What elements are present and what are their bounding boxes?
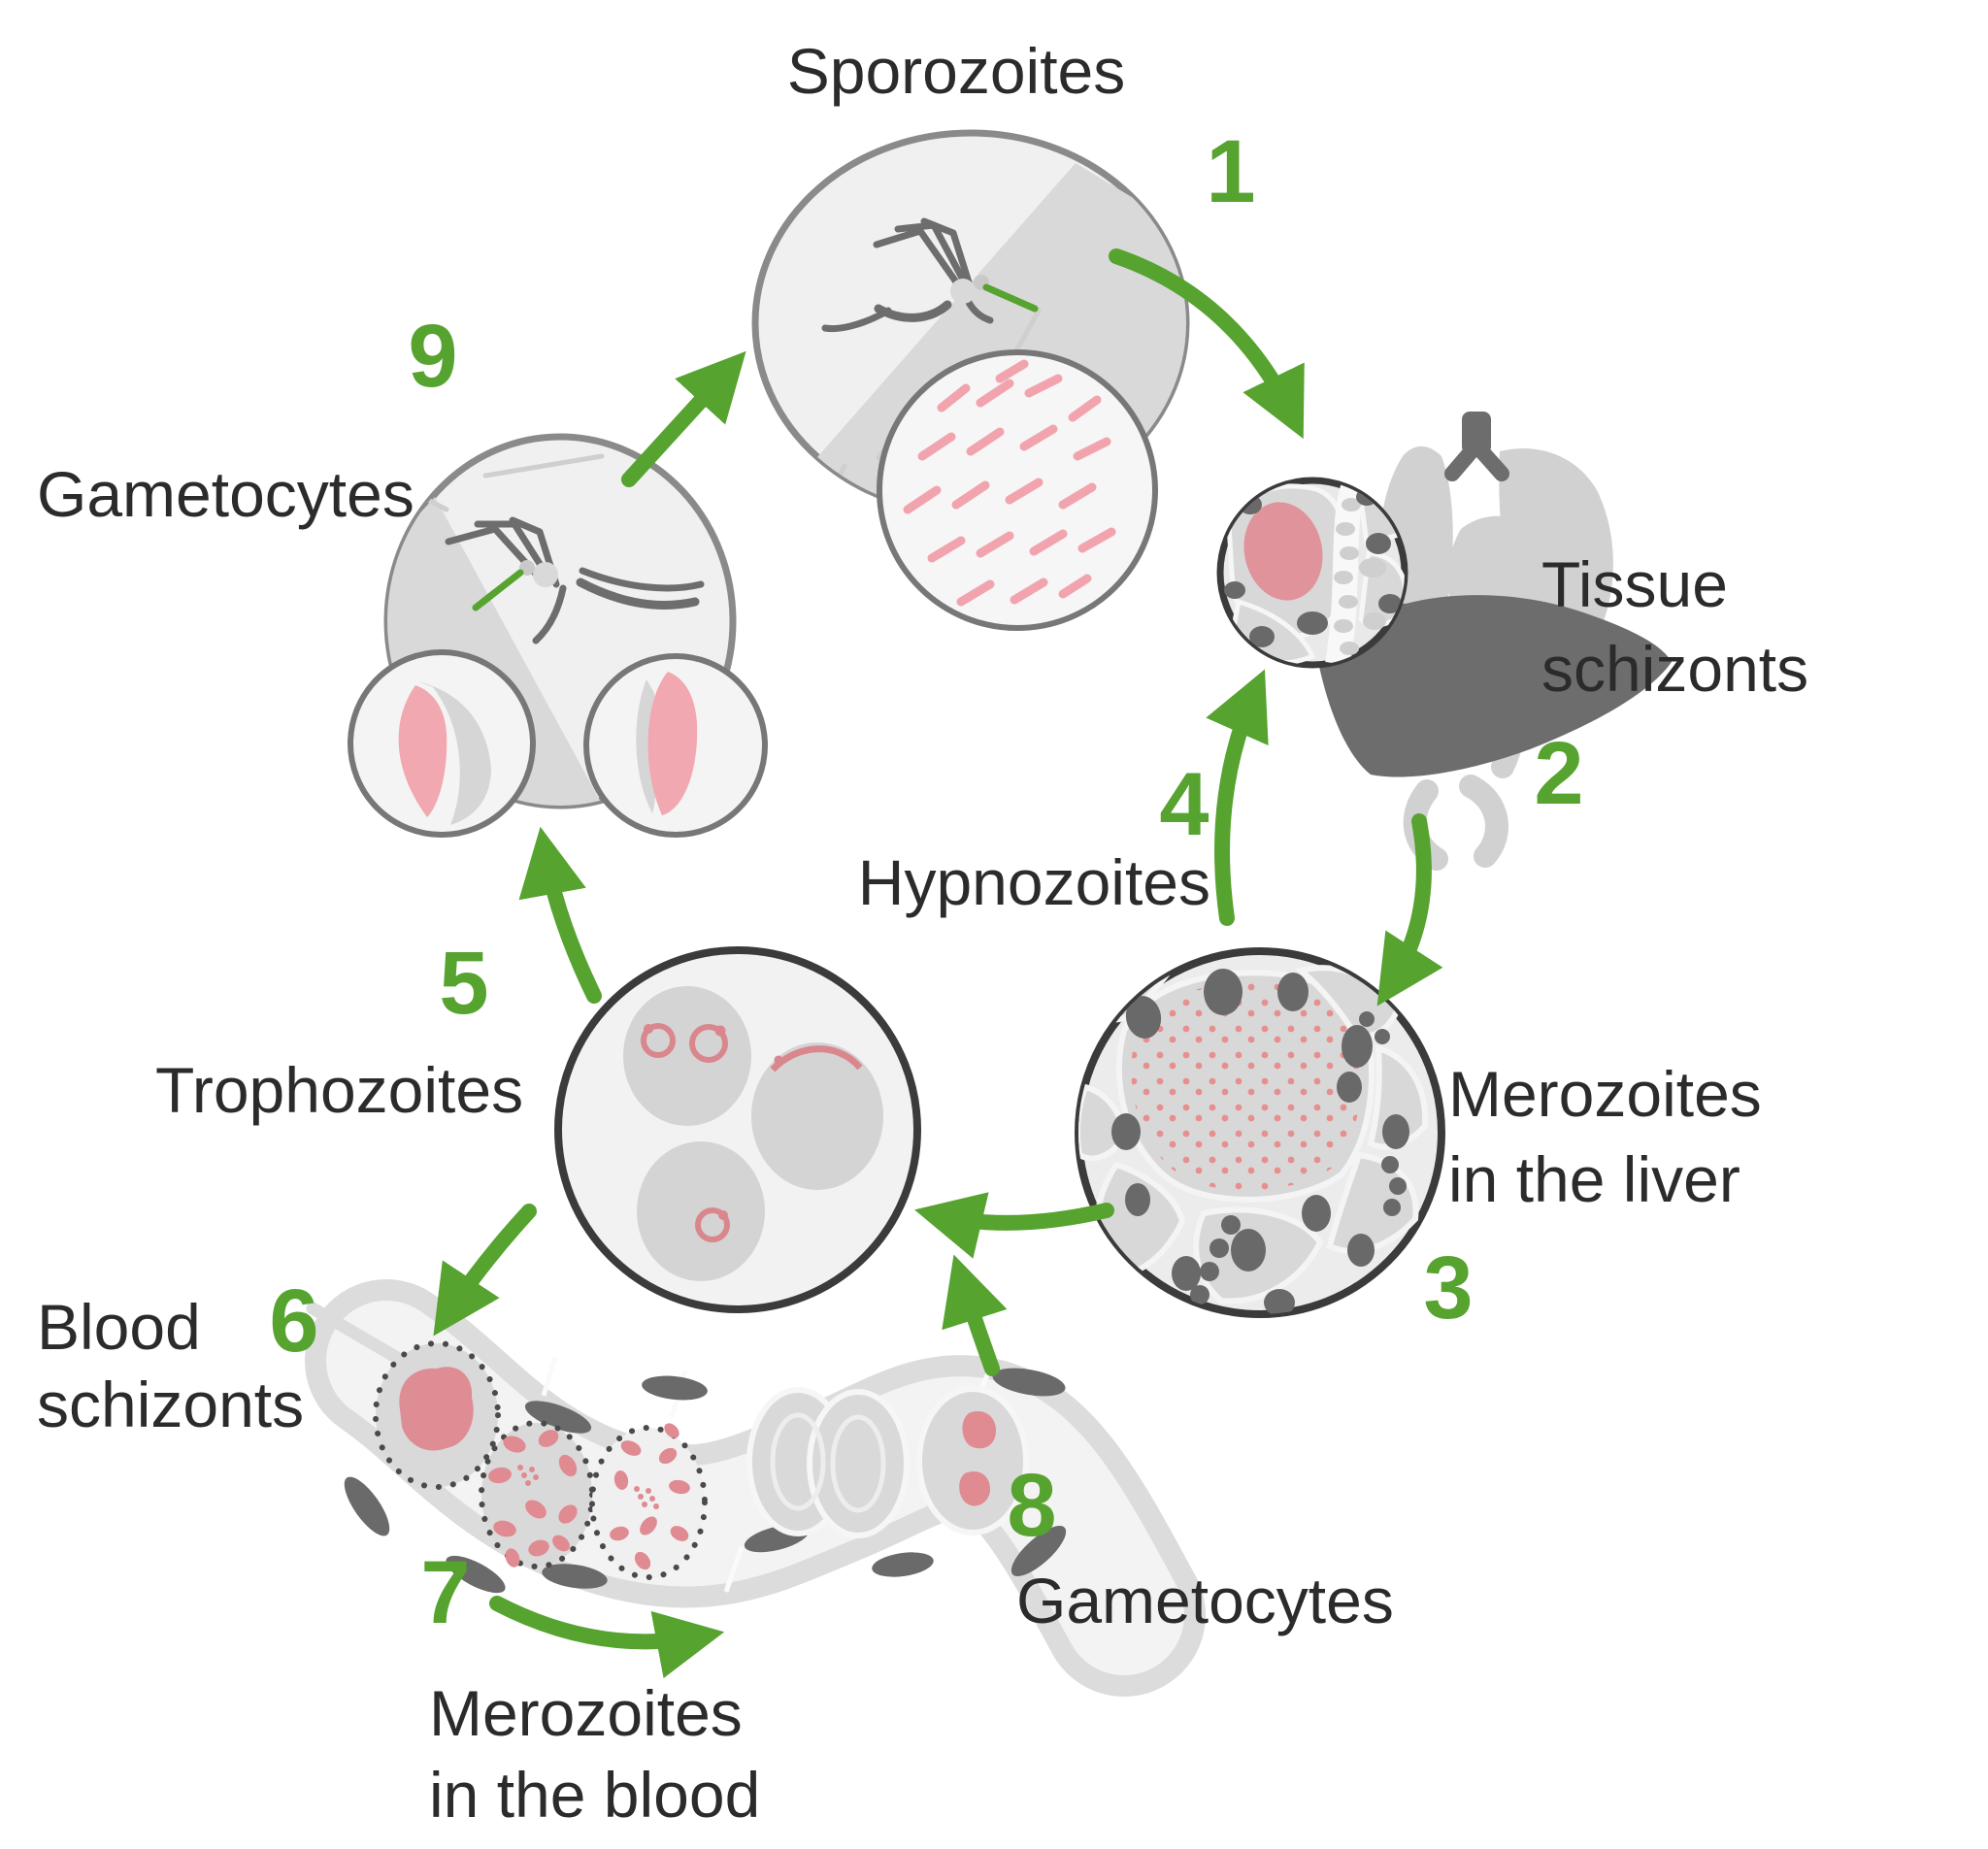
mosquito-thorax (533, 562, 558, 587)
tissue-schizonts-circle (1216, 477, 1408, 669)
gametocyte-cell (916, 1386, 1029, 1535)
released-merozoites-cell (589, 1423, 708, 1580)
arrow-blood-to-trophozoites (942, 1254, 1008, 1376)
label-tissue-schizonts-line2: schizonts (1541, 633, 1808, 705)
ring-chromatin-dots (644, 1024, 783, 1220)
gametocyte-shadow (417, 681, 491, 825)
label-sporozoites: Sporozoites (787, 35, 1126, 107)
step-7-number: 7 (420, 1543, 470, 1642)
step-numbers: 1 2 3 4 5 6 7 8 9 (269, 122, 1583, 1642)
arrow-step-2 (1376, 813, 1443, 1007)
gametocyte-crescent (398, 685, 447, 817)
gametocyte-form (962, 1411, 996, 1449)
arrow-step-4 (1206, 669, 1269, 926)
mosquito-proboscis (472, 569, 524, 611)
label-gametocytes-bottom: Gametocytes (1016, 1565, 1394, 1636)
gametocyte-inset-left (348, 649, 536, 838)
organs-illustration (1312, 412, 1672, 871)
schizont-mass (399, 1367, 474, 1451)
step-4-number: 4 (1159, 755, 1209, 854)
gametocyte-inset-right (583, 653, 768, 838)
label-hypnozoites: Hypnozoites (858, 846, 1210, 918)
merozoites-liver-circle (1075, 947, 1445, 1318)
sinusoid-cells (1334, 498, 1386, 655)
sporozoites-inset-circle (877, 349, 1158, 631)
label-merozoites-liver-line2: in the liver (1448, 1143, 1740, 1215)
liver-icon (1312, 595, 1672, 777)
label-tissue-schizonts-line1: Tissue (1541, 548, 1728, 620)
blood-vessel (305, 1279, 1206, 1697)
red-blood-cells (623, 986, 883, 1281)
arrow-step-3 (914, 1192, 1114, 1259)
label-merozoites-blood-line2: in the blood (429, 1759, 760, 1831)
step-2-number: 2 (1534, 724, 1583, 823)
arrow-step-6 (433, 1204, 537, 1337)
blood-schizont-cell (373, 1340, 501, 1490)
rupturing-schizont-cell (479, 1420, 595, 1569)
gametocyte-form (959, 1470, 990, 1506)
flow-arrows (433, 248, 1443, 1679)
step-3-number: 3 (1423, 1238, 1473, 1337)
red-blood-cells-pair (746, 1387, 910, 1538)
sporozoite-dashes (903, 359, 1116, 607)
step-6-number: 6 (269, 1271, 318, 1370)
arrow-step-5 (518, 826, 602, 1004)
label-gametocytes-top: Gametocytes (37, 458, 414, 530)
text-labels: Sporozoites Tissue schizonts Merozoites … (37, 35, 1808, 1831)
mosquito-proboscis (982, 283, 1039, 313)
merozoites (610, 1423, 690, 1570)
label-trophozoites: Trophozoites (155, 1054, 523, 1126)
merozoites (488, 1430, 578, 1568)
label-merozoites-liver-line1: Merozoites (1448, 1058, 1762, 1130)
merozoite-filled-cell (1131, 982, 1362, 1191)
gametocyte-crescent (647, 672, 698, 815)
arrow-step-7 (489, 1596, 725, 1679)
arrow-step-1 (1109, 248, 1305, 440)
step-5-number: 5 (439, 934, 488, 1033)
tissue-schizont-cell (1243, 502, 1323, 601)
step-8-number: 8 (1007, 1456, 1056, 1555)
step-9-number: 9 (408, 307, 457, 406)
label-blood-schizonts-line2: schizonts (37, 1369, 304, 1440)
arrow-step-9 (621, 350, 746, 487)
trophozoites-circle (554, 946, 921, 1313)
label-merozoites-blood-line1: Merozoites (429, 1677, 743, 1749)
vessel-wall-flap (306, 1302, 422, 1375)
mosquito-thorax (950, 279, 976, 304)
step-1-number: 1 (1206, 122, 1255, 221)
trachea-icon (1444, 412, 1509, 481)
label-blood-schizonts-line1: Blood (37, 1291, 201, 1363)
